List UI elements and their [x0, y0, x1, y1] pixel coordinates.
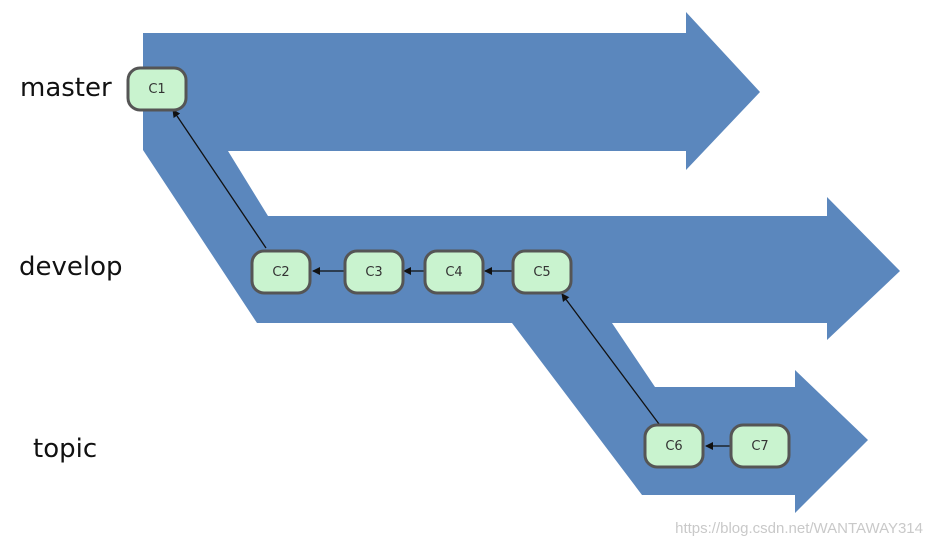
commit-c7: C7	[729, 423, 791, 469]
commit-c5-label: C5	[533, 265, 550, 280]
commit-c7-label: C7	[751, 439, 768, 454]
commit-c3: C3	[343, 249, 405, 295]
commit-c1: C1	[126, 66, 188, 112]
c6-to-c5-arrow	[561, 293, 660, 425]
commit-c2-label: C2	[272, 265, 289, 280]
commit-c4: C4	[423, 249, 485, 295]
commit-c1-label: C1	[148, 82, 165, 97]
master-label: master	[20, 73, 112, 103]
commit-c4-label: C4	[445, 265, 462, 280]
commit-c3-label: C3	[365, 265, 382, 280]
commit-c6: C6	[643, 423, 705, 469]
c2-to-c1-arrow	[172, 109, 267, 249]
topic-label: topic	[33, 434, 98, 464]
commit-c6-label: C6	[665, 439, 682, 454]
watermark: https://blog.csdn.net/WANTAWAY314	[675, 520, 923, 537]
develop-label: develop	[19, 252, 123, 282]
commit-c2: C2	[250, 249, 312, 295]
commit-c5: C5	[511, 249, 573, 295]
